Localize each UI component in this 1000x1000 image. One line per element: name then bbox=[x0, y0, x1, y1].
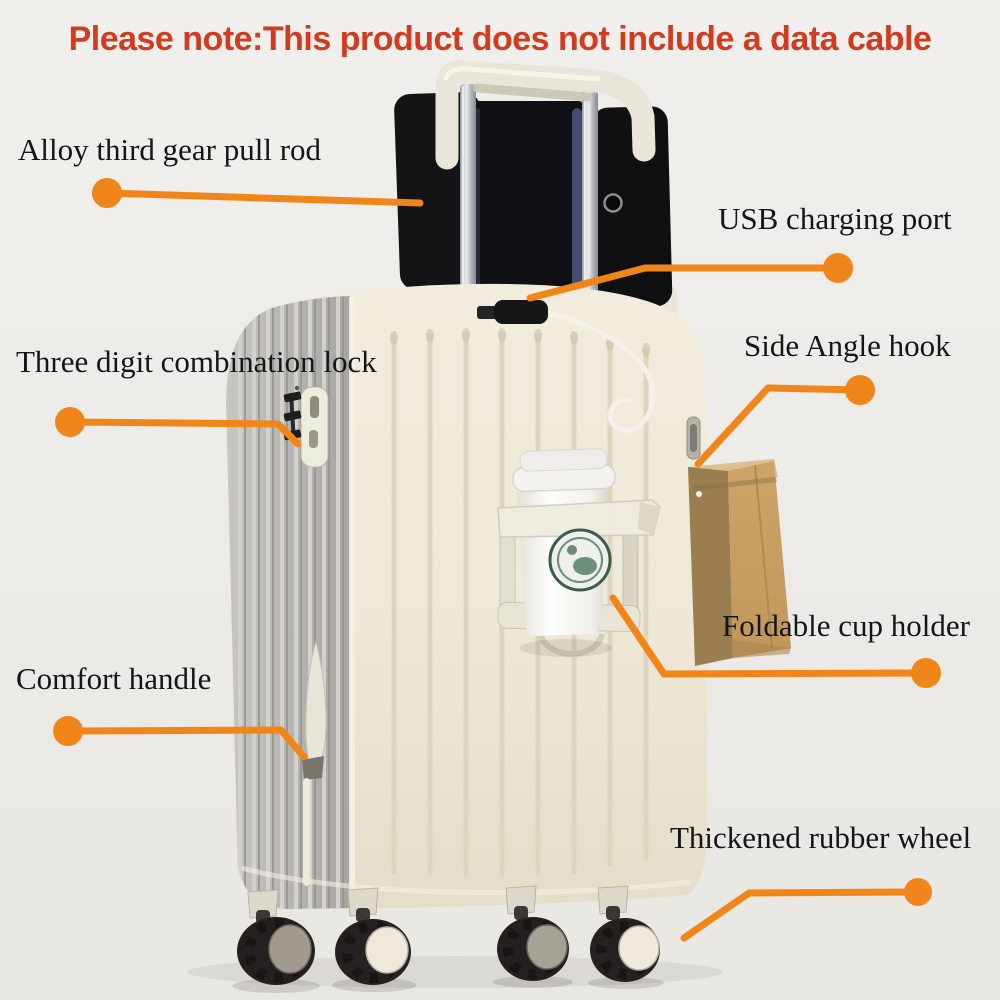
label-foldable-cup-holder: Foldable cup holder bbox=[722, 608, 970, 643]
wheel bbox=[590, 918, 660, 982]
callout-dot-lock bbox=[55, 407, 85, 437]
usb-plug bbox=[477, 300, 548, 324]
comfort-handle bbox=[302, 640, 327, 886]
ground-shadow bbox=[187, 956, 723, 993]
paper-bag bbox=[688, 459, 791, 666]
callout-dot-cup bbox=[911, 658, 941, 688]
label-thickened-rubber-wheel: Thickened rubber wheel bbox=[670, 820, 972, 855]
wheel bbox=[497, 917, 569, 981]
label-alloy-pull-rod: Alloy third gear pull rod bbox=[18, 132, 322, 167]
callout-line-wheel bbox=[680, 888, 922, 942]
wheel bbox=[237, 917, 315, 985]
callout-line-handle bbox=[64, 726, 308, 761]
callout-dot-usb bbox=[823, 253, 853, 283]
phone-mount bbox=[394, 92, 673, 308]
label-combination-lock: Three digit combination lock bbox=[16, 344, 377, 379]
wheel-fork bbox=[247, 885, 629, 919]
notice-banner: Please note:This product does not includ… bbox=[68, 20, 932, 58]
label-side-angle-hook: Side Angle hook bbox=[744, 328, 951, 363]
wheel bbox=[335, 919, 411, 985]
label-comfort-handle: Comfort handle bbox=[16, 661, 212, 696]
callout-line-lock bbox=[66, 418, 302, 448]
label-usb-charging-port: USB charging port bbox=[718, 201, 952, 236]
usb-cable bbox=[548, 310, 656, 433]
wheels bbox=[237, 885, 660, 985]
callout-line-hook bbox=[694, 384, 864, 468]
callouts bbox=[53, 178, 941, 942]
callout-dot-handle bbox=[53, 716, 83, 746]
callout-dot-pull-rod bbox=[92, 178, 122, 208]
callout-line-pull-rod bbox=[103, 189, 424, 207]
trolley-handle bbox=[435, 60, 656, 170]
callout-dot-wheel bbox=[904, 878, 932, 906]
phone-camera-icon bbox=[603, 193, 623, 213]
callout-dot-hook bbox=[845, 375, 875, 405]
callout-line-usb bbox=[526, 264, 842, 302]
telescopic-rods bbox=[460, 84, 598, 336]
callout-line-cup bbox=[609, 594, 930, 678]
cup-logo-icon bbox=[548, 528, 612, 592]
suitcase-body bbox=[226, 283, 707, 910]
coffee-cup bbox=[497, 448, 661, 636]
side-hook bbox=[686, 416, 701, 460]
